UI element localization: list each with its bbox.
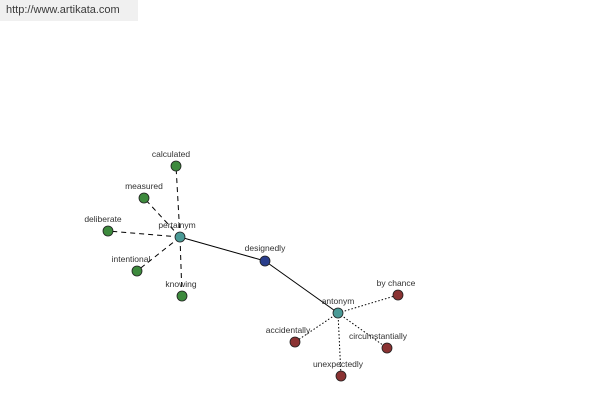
edge-antonym-circumstantially: [337, 312, 388, 349]
labels-layer: designedly pertainym antonym calculated meas…: [84, 149, 415, 369]
node-intentional[interactable]: [131, 265, 143, 277]
edge-designedly-antonym: [264, 260, 339, 314]
node-pertainym[interactable]: [174, 231, 186, 243]
edge-pertainym-deliberate: [107, 230, 181, 238]
node-circumstantially[interactable]: [381, 342, 393, 354]
edge-antonym-unexpectedly: [337, 312, 342, 377]
edge-antonym-accidentally: [294, 312, 339, 343]
node-deliberate[interactable]: [102, 225, 114, 237]
node-accidentally[interactable]: [289, 336, 301, 348]
edge-pertainym-intentional: [136, 236, 181, 272]
node-measured[interactable]: [138, 192, 150, 204]
node-label-by-chance[interactable]: by chance: [377, 278, 416, 288]
edge-pertainym-calculated: [175, 165, 181, 238]
node-label-intentional[interactable]: intentional: [112, 254, 151, 264]
edge-pertainym-measured: [143, 197, 181, 238]
node-antonym[interactable]: [332, 307, 344, 319]
edge-pertainym-knowing: [179, 236, 183, 297]
node-label-calculated[interactable]: calculated: [152, 149, 191, 159]
node-label-pertainym[interactable]: pertainym: [158, 220, 195, 230]
node-label-antonym[interactable]: antonym: [322, 296, 355, 306]
node-label-accidentally[interactable]: accidentally: [266, 325, 311, 335]
node-label-measured[interactable]: measured: [125, 181, 163, 191]
node-calculated[interactable]: [170, 160, 182, 172]
node-label-knowing[interactable]: knowing: [165, 279, 196, 289]
node-unexpectedly[interactable]: [335, 370, 347, 382]
node-label-designedly[interactable]: designedly: [245, 243, 286, 253]
node-label-deliberate[interactable]: deliberate: [84, 214, 122, 224]
node-knowing[interactable]: [176, 290, 188, 302]
site-url[interactable]: http://www.artikata.com: [0, 0, 138, 21]
edge-designedly-pertainym: [179, 236, 266, 262]
node-designedly[interactable]: [259, 255, 271, 267]
node-by-chance[interactable]: [392, 289, 404, 301]
edges-layer: [107, 165, 399, 377]
node-label-circumstantially[interactable]: circumstantially: [349, 331, 408, 341]
node-label-unexpectedly[interactable]: unexpectedly: [313, 359, 364, 369]
nodes-layer: [102, 160, 404, 382]
